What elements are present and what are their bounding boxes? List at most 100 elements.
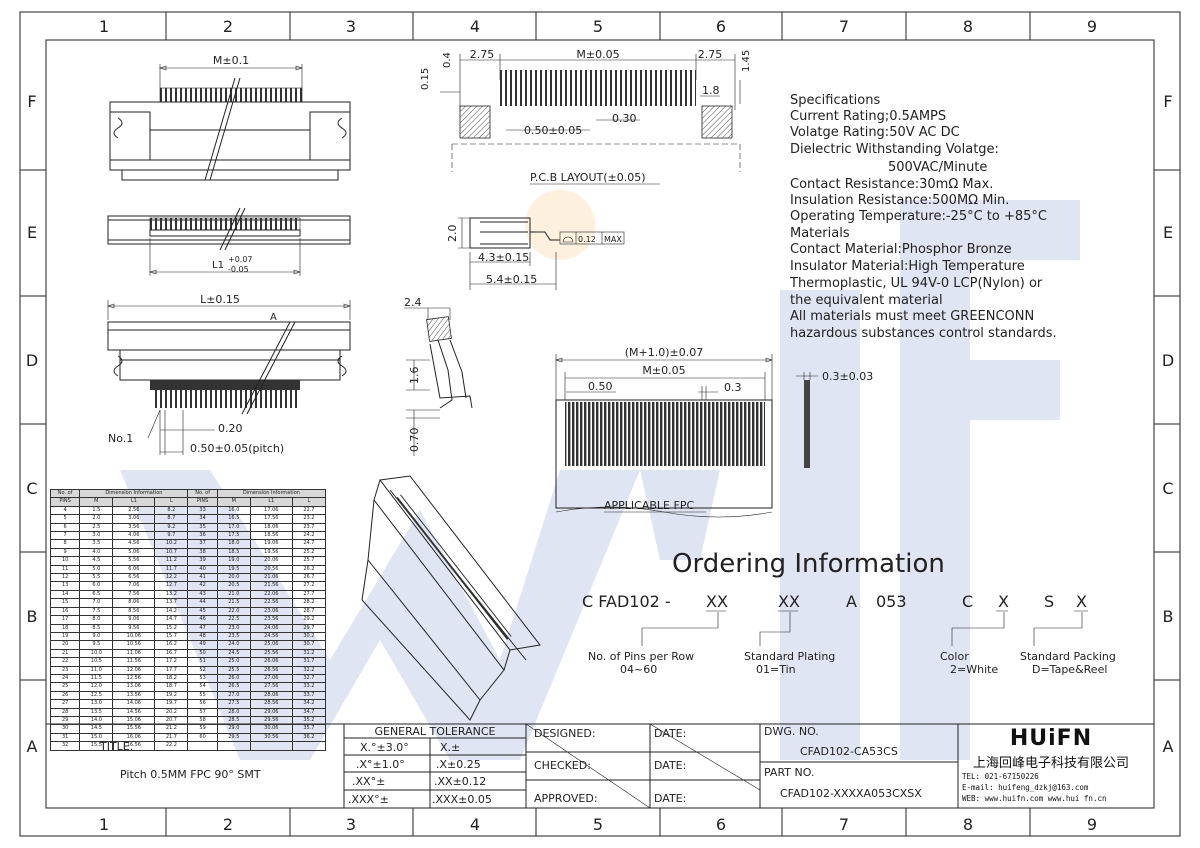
table-cell: 20.2 — [154, 707, 189, 717]
row-label-c: C — [1162, 479, 1173, 498]
table-cell: 1.5 — [79, 505, 114, 516]
table-cell: 11.2 — [154, 556, 189, 566]
table-cell: 21.5 — [216, 598, 251, 608]
dim-l1-plus: +0.07 — [228, 255, 253, 264]
table-cell: 10 — [49, 556, 81, 566]
table-cell: 11 — [49, 564, 81, 575]
col-label-8: 8 — [963, 17, 973, 36]
table-cell: 9 — [49, 547, 81, 558]
table-cell: 52 — [187, 665, 218, 675]
table-cell: 12.06 — [112, 665, 156, 675]
table-cell: 25.56 — [249, 648, 293, 659]
table-cell: 4.56 — [112, 539, 156, 549]
order-code-c: C — [962, 592, 973, 611]
table-cell: 26.5 — [216, 682, 251, 692]
table-cell: 26.0 — [216, 673, 251, 684]
dim-fpc-050: 0.50 — [588, 380, 613, 393]
table-cell: 9.0 — [79, 631, 114, 642]
table-cell: 27.0 — [216, 690, 251, 701]
col-label-5: 5 — [593, 815, 603, 834]
table-cell: 5.56 — [112, 556, 156, 566]
table-cell: 24.7 — [291, 539, 327, 549]
pcb-layout-label: P.C.B LAYOUT(±0.05) — [530, 171, 646, 184]
table-cell: 3.06 — [112, 514, 156, 524]
dim-pcb-18: 1.8 — [702, 84, 720, 97]
spec-line: Contact Resistance:30mΩ Max. — [790, 177, 993, 192]
dim-l1-minus: -0.05 — [228, 265, 249, 274]
spec-line: Current Rating;0.5AMPS — [790, 109, 946, 124]
table-cell: 60 — [187, 732, 218, 743]
table-cell: 10.7 — [154, 547, 189, 558]
table-cell: 29 — [49, 715, 81, 726]
table-cell: 15.7 — [154, 631, 189, 642]
table-cell: 10.56 — [112, 640, 156, 650]
side-view-drawing: 2.0 4.3±0.15 5.4±0.15 0.12 MAX — [446, 217, 625, 290]
table-cell: 31.2 — [291, 648, 327, 659]
col-label-7: 7 — [839, 17, 849, 36]
table-cell: 25.2 — [291, 547, 327, 558]
dim-side-43: 4.3±0.15 — [478, 251, 529, 264]
table-cell: 3.56 — [112, 522, 156, 533]
table-cell: 59 — [187, 724, 218, 734]
table-cell: 27.56 — [249, 682, 293, 692]
table-cell: 28.7 — [291, 606, 327, 617]
row-label-d: D — [26, 351, 38, 370]
date-label: DATE: — [654, 759, 686, 772]
table-cell: 48 — [187, 631, 218, 642]
table-cell: 36 — [187, 531, 218, 541]
table-cell: 22.5 — [216, 615, 251, 625]
company-email: E-mail: huifeng_dzkj@163.com — [962, 783, 1089, 792]
table-cell: 17.5 — [216, 531, 251, 541]
table-cell: 3.0 — [79, 531, 114, 541]
table-header-cell: M — [79, 497, 114, 507]
order-code-pins: XX — [706, 592, 728, 611]
table-cell: 36.2 — [291, 732, 327, 743]
column-labels-bottom: 1 2 3 4 5 6 7 8 9 — [99, 815, 1097, 834]
table-cell: 29.7 — [291, 623, 327, 633]
table-cell: 23.5 — [216, 631, 251, 642]
table-cell: 26.2 — [291, 564, 327, 575]
tol-angle-0: X.°±3.0° — [360, 741, 409, 754]
table-cell: 4 — [49, 505, 81, 516]
spec-line: the equivalent material — [790, 293, 943, 308]
table-cell: 15.5 — [79, 741, 114, 751]
col-label-2: 2 — [223, 17, 233, 36]
table-cell: 8.0 — [79, 615, 114, 625]
table-cell: 24.56 — [249, 631, 293, 642]
dim-fpc-m005: M±0.05 — [642, 364, 685, 377]
isometric-view-drawing — [361, 475, 541, 721]
order-code-prefix: C FAD102 - — [582, 592, 671, 611]
table-cell: 13.06 — [112, 682, 156, 692]
table-cell — [291, 741, 327, 751]
table-cell: 5 — [49, 514, 81, 524]
ordering-plating-value: 01=Tin — [756, 663, 796, 676]
spec-line: All materials must meet GREENCONN — [790, 309, 1034, 324]
table-cell: 15 — [49, 598, 81, 608]
table-cell: 28.06 — [249, 690, 293, 701]
table-cell: 8.2 — [154, 505, 189, 516]
table-cell: 22.2 — [154, 741, 189, 751]
table-cell: 6.06 — [112, 564, 156, 575]
table-cell: 25.7 — [291, 556, 327, 566]
dim-pcb-04: 0.4 — [442, 52, 453, 68]
col-label-4: 4 — [470, 17, 480, 36]
table-cell: 7 — [49, 531, 81, 541]
table-cell: 30.2 — [291, 631, 327, 642]
table-cell: 2.56 — [112, 505, 156, 516]
table-cell — [187, 741, 218, 751]
table-cell: 13 — [49, 581, 81, 591]
table-cell: 8 — [49, 539, 81, 549]
table-cell: 23.06 — [249, 606, 293, 617]
table-cell: 47 — [187, 623, 218, 633]
table-cell: 45 — [187, 606, 218, 617]
table-cell: 15.2 — [154, 623, 189, 633]
table-cell: 15.0 — [79, 732, 114, 743]
company-tel: TEL: 021-67150226 — [962, 772, 1039, 781]
dim-pcb-145: 1.45 — [741, 50, 752, 72]
